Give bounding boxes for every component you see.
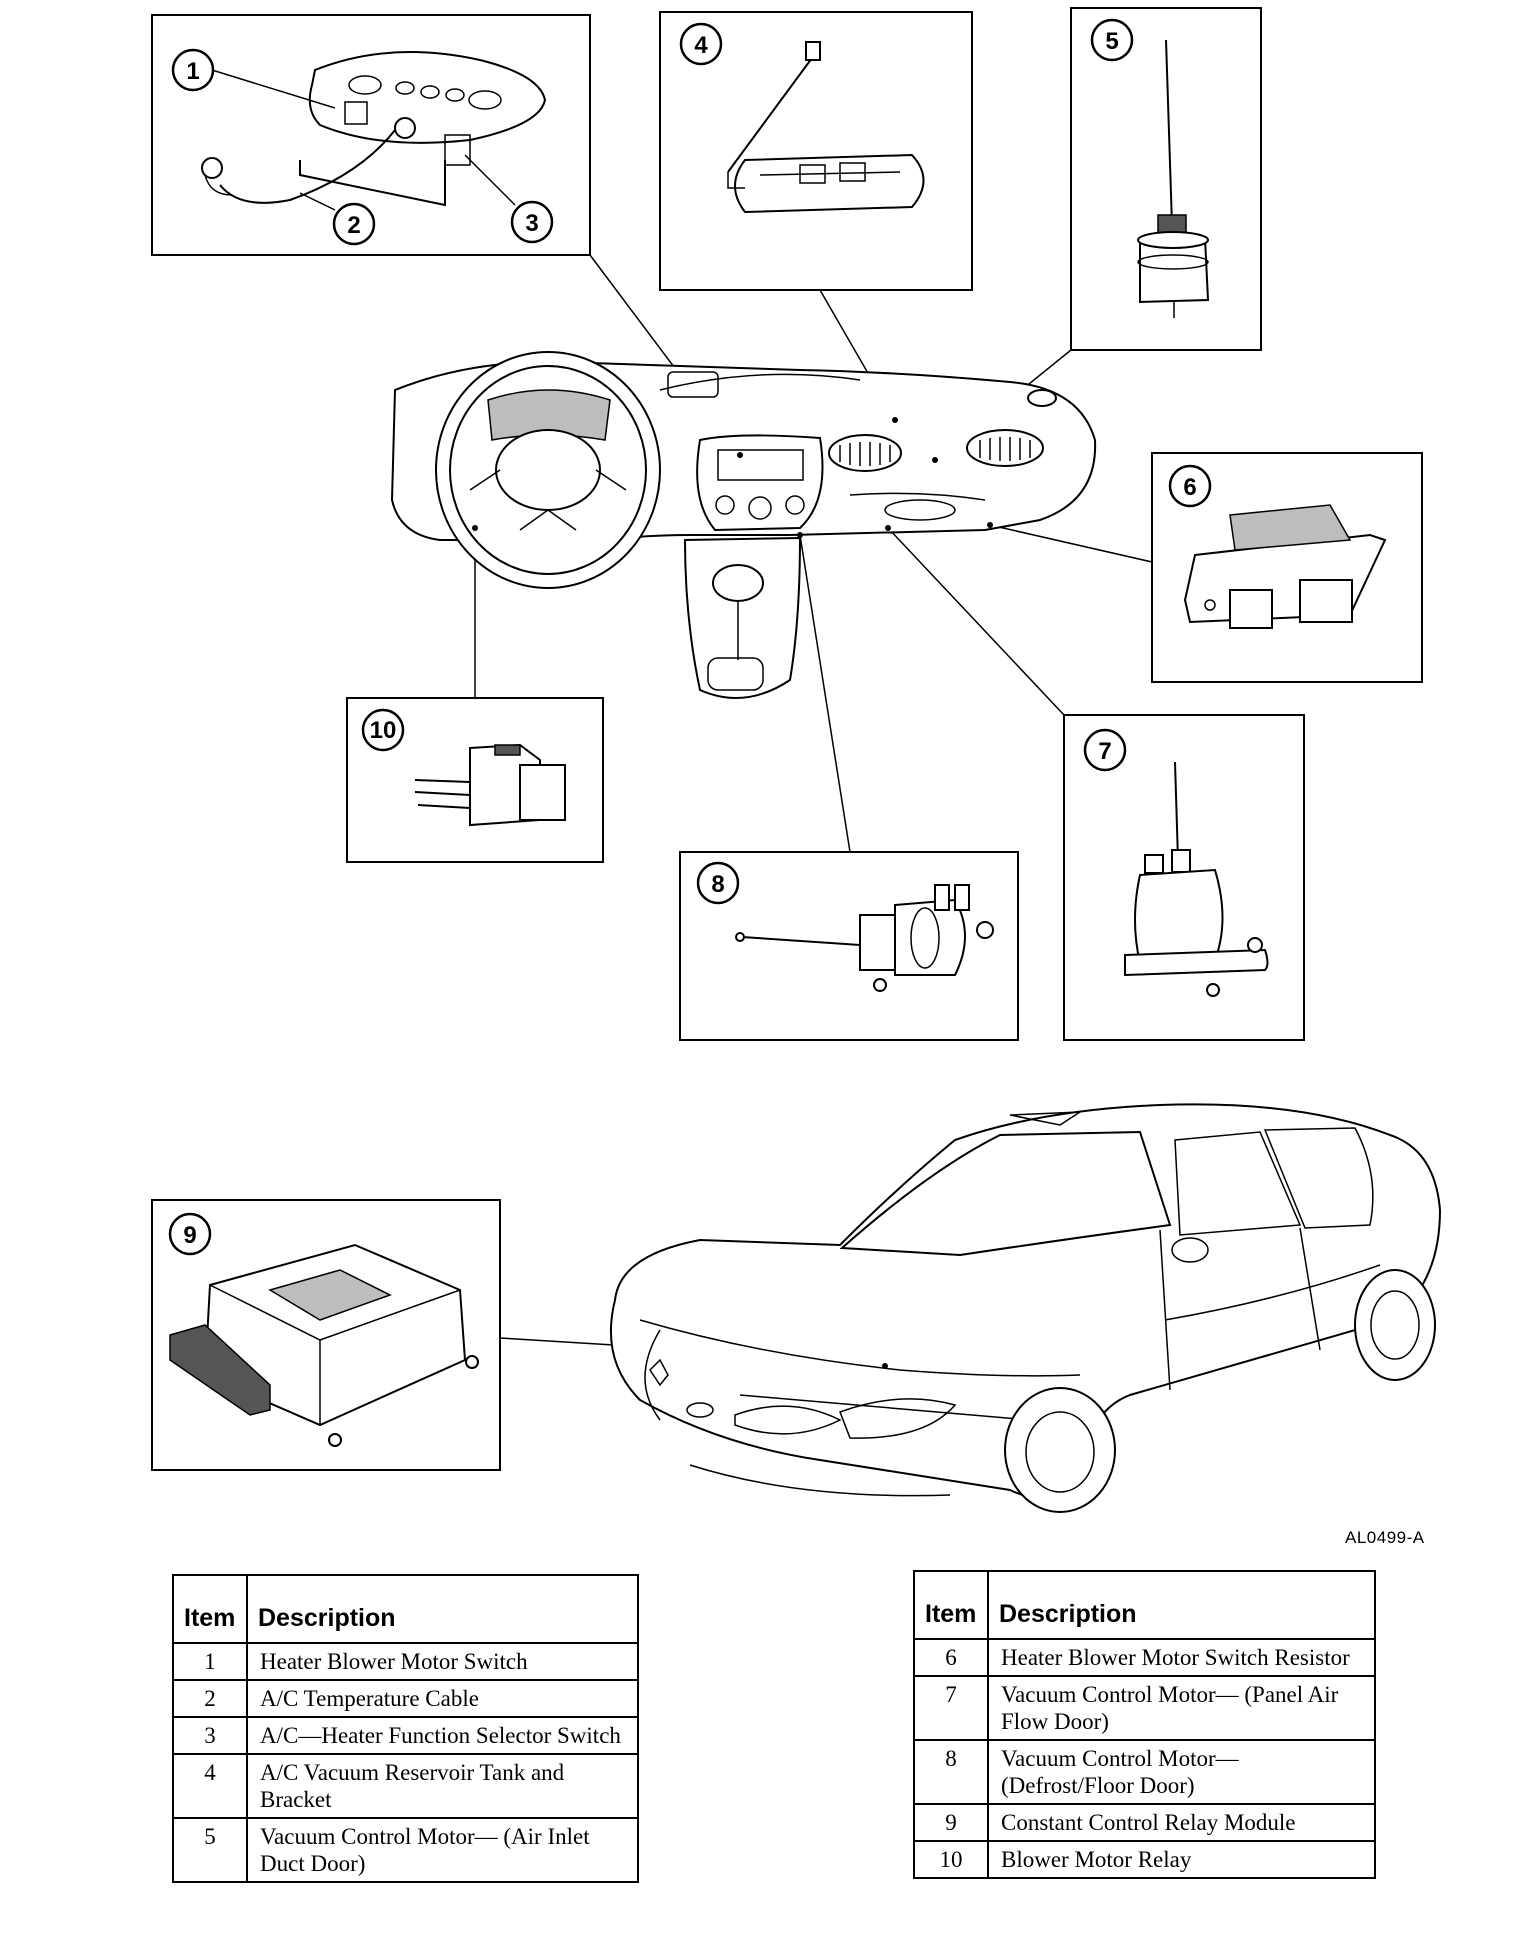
legend-header-item: Item [172,1574,248,1644]
legend-item-description: Vacuum Control Motor— (Defrost/Floor Doo… [987,1739,1376,1805]
svg-text:3: 3 [525,210,538,237]
svg-text:4: 4 [694,32,708,59]
constant-control-relay-module [169,1243,479,1447]
panel-vent-slats [839,437,1031,466]
callout-10: 10 [361,708,405,752]
legend-item-number: 2 [172,1679,248,1718]
legend-item-number: 5 [172,1817,248,1883]
legend-header-description: Description [987,1570,1376,1640]
legend-item-description: Vacuum Control Motor— (Panel Air Flow Do… [987,1675,1376,1741]
legend-item-description: Heater Blower Motor Switch Resistor [987,1638,1376,1677]
legend-item-number: 3 [172,1716,248,1755]
svg-text:10: 10 [370,717,397,744]
legend-header-item: Item [913,1570,989,1640]
callout-3: 3 [464,154,554,244]
legend-item-number: 9 [913,1803,989,1842]
legend-item-number: 1 [172,1642,248,1681]
table-row: 3 A/C—Heater Function Selector Switch [172,1716,639,1755]
table-row: 8 Vacuum Control Motor— (Defrost/Floor D… [913,1739,1376,1805]
table-row: 9 Constant Control Relay Module [913,1803,1376,1842]
svg-text:2: 2 [347,212,360,239]
legend-item-description: Constant Control Relay Module [987,1803,1376,1842]
legend-item-description: A/C—Heater Function Selector Switch [246,1716,639,1755]
table-row: 7 Vacuum Control Motor— (Panel Air Flow … [913,1675,1376,1741]
callout-1: 1 [171,48,336,109]
component-location-diagram: 1 2 3 4 5 [151,7,1442,1513]
inset-frame-4 [659,11,973,291]
dashboard-component-dots [472,417,993,538]
legend-table-right: Item Description 6 Heater Blower Motor S… [913,1570,1376,1879]
panel-airflow-vacuum-motor [1124,761,1269,997]
table-row: 2 A/C Temperature Cable [172,1679,639,1718]
svg-text:6: 6 [1183,474,1196,501]
legend-item-description: A/C Vacuum Reservoir Tank and Bracket [246,1753,639,1819]
callout-8: 8 [696,861,740,905]
legend-item-number: 6 [913,1638,989,1677]
legend-item-number: 10 [913,1840,989,1879]
table-row: 1 Heater Blower Motor Switch [172,1642,639,1681]
legend-item-description: A/C Temperature Cable [246,1679,639,1718]
inset-frame-9 [151,1199,501,1471]
steering-wheel [435,351,661,589]
callout-7: 7 [1083,728,1127,772]
legend-item-description: Vacuum Control Motor— (Air Inlet Duct Do… [246,1817,639,1883]
table-row: 6 Heater Blower Motor Switch Resistor [913,1638,1376,1677]
inset-frame-8 [679,851,1019,1041]
blower-motor-resistor [1183,504,1387,629]
inset-frame-5 [1070,7,1262,351]
legend-item-number: 8 [913,1739,989,1805]
svg-text:8: 8 [711,871,724,898]
blower-motor-relay [414,743,566,827]
defrost-floor-vacuum-motor [735,884,994,992]
air-inlet-vacuum-motor [1137,39,1210,318]
svg-text:1: 1 [186,58,199,85]
heater-control-assembly [201,51,547,207]
callout-9: 9 [168,1212,212,1256]
svg-text:5: 5 [1105,28,1118,55]
legend-item-number: 4 [172,1753,248,1819]
inset-frame-1-2-3 [151,14,591,256]
figure-code: AL0499-A [1345,1528,1425,1547]
callout-4: 4 [679,22,723,66]
table-row: 4 A/C Vacuum Reservoir Tank and Bracket [172,1753,639,1819]
inset-frame-7 [1063,714,1305,1041]
svg-text:9: 9 [183,1222,196,1249]
table-row: 5 Vacuum Control Motor— (Air Inlet Duct … [172,1817,639,1883]
inset-frame-6 [1151,452,1423,683]
legend-header-description: Description [246,1574,639,1644]
vehicle-illustration [609,1103,1442,1513]
svg-text:7: 7 [1098,738,1111,765]
legend-item-number: 7 [913,1675,989,1741]
vacuum-reservoir-tank [727,41,925,214]
legend-item-description: Heater Blower Motor Switch [246,1642,639,1681]
callout-6: 6 [1168,464,1212,508]
legend-item-description: Blower Motor Relay [987,1840,1376,1879]
legend-table-left: Item Description 1 Heater Blower Motor S… [172,1574,639,1883]
callout-5: 5 [1090,18,1134,62]
callout-2: 2 [299,192,376,246]
table-row: 10 Blower Motor Relay [913,1840,1376,1879]
